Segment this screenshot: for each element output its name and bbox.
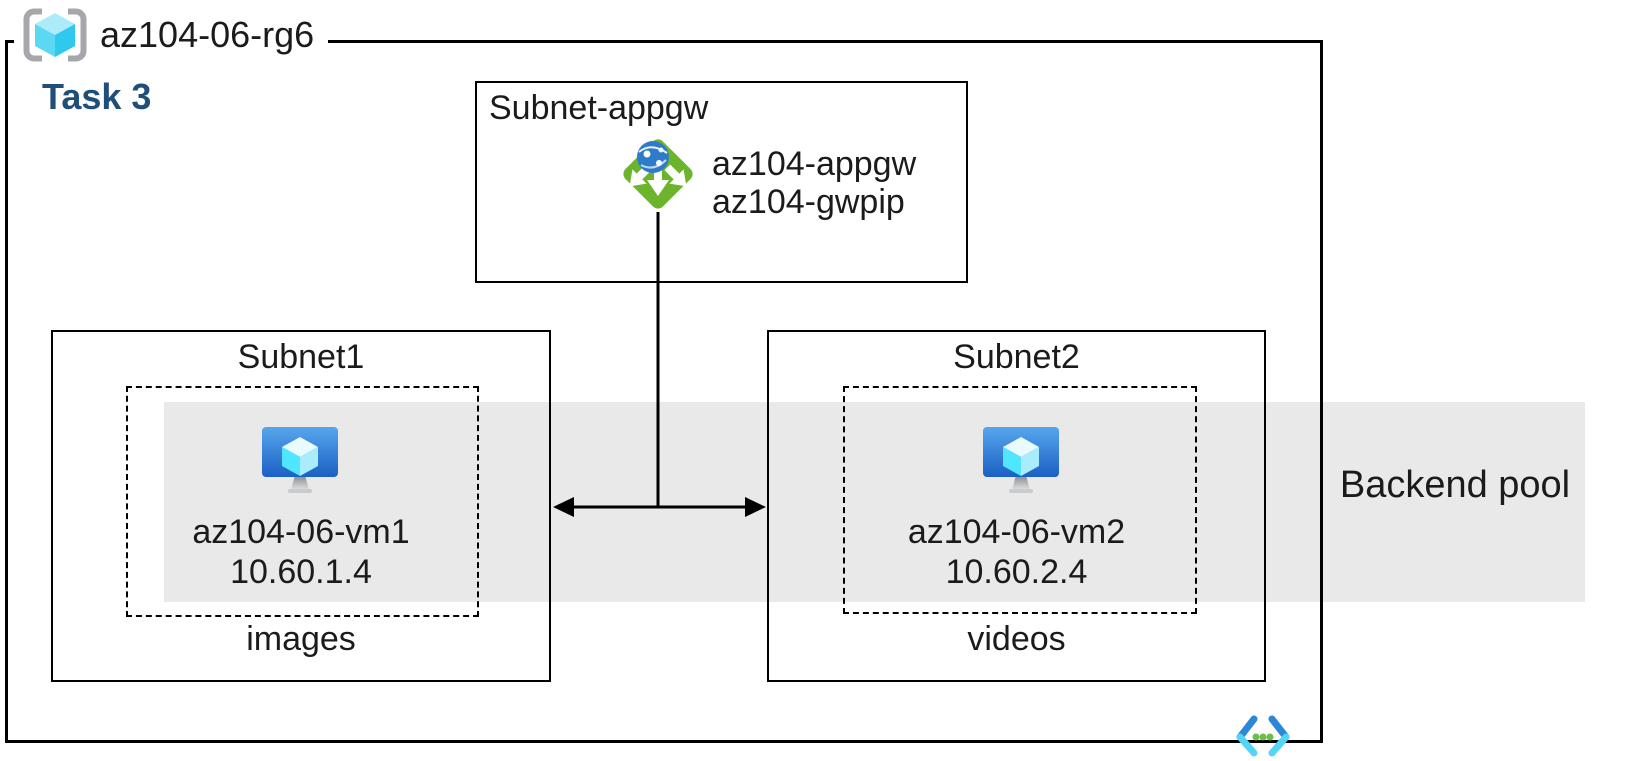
subnet2-vm-group xyxy=(843,386,1197,614)
resource-group-name: az104-06-rg6 xyxy=(100,14,315,55)
application-gateway-name: az104-appgw xyxy=(712,145,917,183)
vm1-ip: 10.60.1.4 xyxy=(230,553,372,591)
subnet-appgw-box: Subnet-appgw az104-appgw az104-gwpip xyxy=(475,81,968,283)
subnet-appgw-title: Subnet-appgw xyxy=(489,89,709,127)
vm1-name: az104-06-vm1 xyxy=(192,513,410,551)
virtual-machine-icon xyxy=(262,427,338,493)
vm2-labels: az104-06-vm2 10.60.2.4 xyxy=(769,512,1264,592)
subnet1-box: Subnet1 az104-06-vm1 10.60.1.4 images xyxy=(51,330,551,682)
virtual-machine-icon xyxy=(983,427,1059,493)
subnet2-storage-label: videos xyxy=(967,620,1066,658)
application-gateway-labels: az104-appgw az104-gwpip xyxy=(712,145,916,221)
vm1-labels: az104-06-vm1 10.60.1.4 xyxy=(53,512,549,592)
subnet1-vm-group xyxy=(126,386,479,617)
subnet2-title: Subnet2 xyxy=(953,338,1080,376)
gateway-public-ip-name: az104-gwpip xyxy=(712,183,905,221)
task-label: Task 3 xyxy=(42,76,152,117)
resource-group-boundary xyxy=(5,40,1323,743)
backend-pool-band xyxy=(164,402,1585,602)
subnet2-box: Subnet2 az104-06-vm2 10.60.2.4 videos xyxy=(767,330,1266,682)
subnet1-storage-label: images xyxy=(246,620,356,658)
backend-pool-label: Backend pool xyxy=(1339,464,1571,506)
subnet1-title: Subnet1 xyxy=(237,338,365,376)
vm2-name: az104-06-vm2 xyxy=(907,513,1126,551)
virtual-network-icon xyxy=(1236,715,1290,757)
resource-group-header: az104-06-rg6 xyxy=(14,2,329,68)
vm2-ip: 10.60.2.4 xyxy=(945,553,1088,591)
application-gateway-icon xyxy=(623,139,693,209)
resource-group-icon xyxy=(23,8,87,62)
